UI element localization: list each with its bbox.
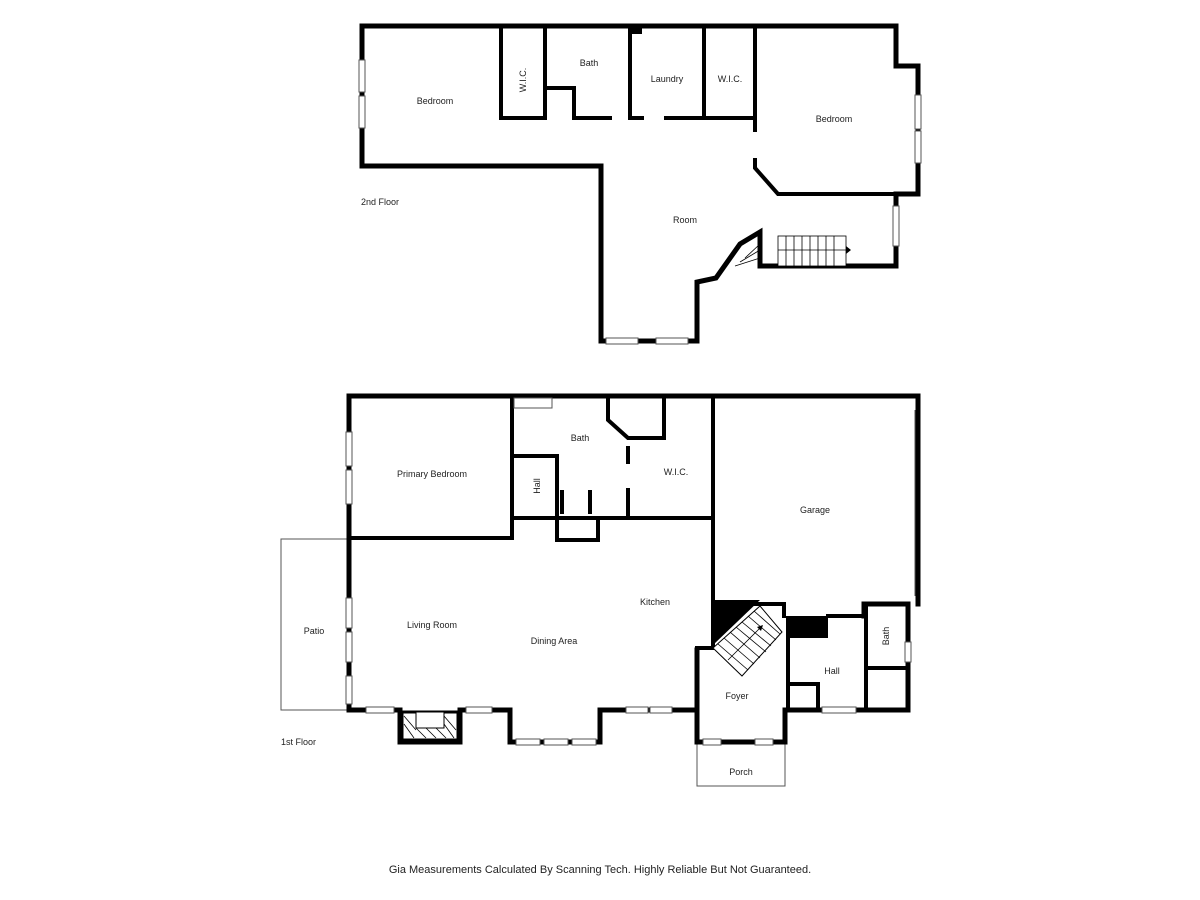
room-label-patio: Patio xyxy=(304,626,325,636)
first-floor-outer-wall xyxy=(346,393,921,745)
room-label-bedroom-right: Bedroom xyxy=(816,114,853,124)
room-label-porch: Porch xyxy=(729,767,753,777)
porch-outline xyxy=(696,742,786,787)
patio-outline xyxy=(280,538,350,711)
room-label-hall-right: Hall xyxy=(824,666,840,676)
room-label-garage: Garage xyxy=(800,505,830,515)
room-label-laundry: Laundry xyxy=(651,74,684,84)
first-floor-plan: Primary Bedroom Bath Hall W.I.C. Garage … xyxy=(280,393,921,787)
first-floor-interior-walls xyxy=(347,394,908,712)
second-floor-windows xyxy=(358,59,922,345)
second-floor-interior-walls xyxy=(499,24,920,196)
fireplace xyxy=(400,710,460,742)
room-label-bath-upper: Bath xyxy=(580,58,599,68)
room-label-hall-left: Hall xyxy=(532,478,542,494)
room-label-wic-left: W.I.C. xyxy=(518,68,528,93)
room-label-room: Room xyxy=(673,215,697,225)
room-label-bedroom-left: Bedroom xyxy=(417,96,454,106)
room-label-wic-right: W.I.C. xyxy=(718,74,743,84)
floor-label-second: 2nd Floor xyxy=(361,197,399,207)
room-label-wic-lower: W.I.C. xyxy=(664,467,689,477)
first-floor-staircase xyxy=(712,605,783,677)
second-floor-staircase xyxy=(734,235,851,267)
room-label-bath-right: Bath xyxy=(881,627,891,646)
second-floor-plan: Bedroom W.I.C. Bath Laundry W.I.C. Bedro… xyxy=(358,23,922,345)
room-label-bath-lower: Bath xyxy=(571,433,590,443)
disclaimer-text: Gia Measurements Calculated By Scanning … xyxy=(389,864,811,876)
first-floor-windows xyxy=(345,410,916,746)
room-label-dining-area: Dining Area xyxy=(531,636,578,646)
floor-label-first: 1st Floor xyxy=(281,737,316,747)
room-label-living-room: Living Room xyxy=(407,620,457,630)
room-label-primary-bedroom: Primary Bedroom xyxy=(397,469,467,479)
second-floor-outer-wall xyxy=(359,23,921,344)
room-label-foyer: Foyer xyxy=(725,691,748,701)
room-label-kitchen: Kitchen xyxy=(640,597,670,607)
